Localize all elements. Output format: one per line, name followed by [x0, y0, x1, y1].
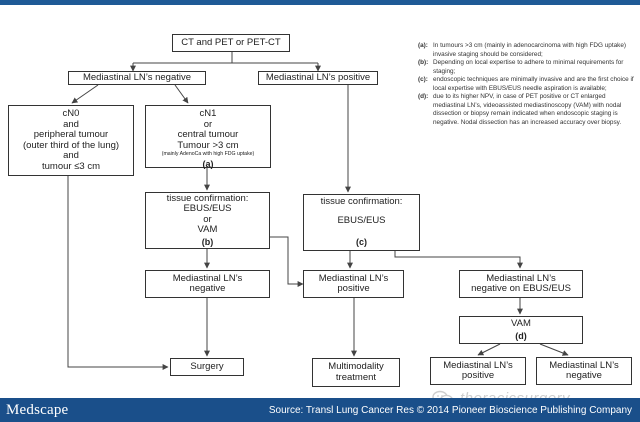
arrow-cn0-to-surgery: [67, 176, 169, 370]
medscape-logo: Medscape: [6, 401, 69, 418]
node-text-line: or: [203, 118, 213, 130]
node-text-line: tumour ≤3 cm: [41, 160, 100, 172]
node-text-line: EBUS/EUS: [183, 203, 232, 215]
footnote-text: endoscopic techniques are minimally inva…: [433, 76, 634, 92]
node-ln-positive: Mediastinal LN’s positive: [258, 71, 378, 85]
flowchart-connectors: [67, 52, 569, 370]
footnote-item: (c): endoscopic techniques are minimally …: [418, 76, 634, 93]
node-text-line: positive: [337, 283, 370, 294]
node-text-line: positive: [461, 370, 495, 381]
arrow-tc1-to-mpos: [270, 236, 304, 287]
footnote-key: (b):: [418, 59, 429, 66]
footnotes: (a): In tumours >3 cm (mainly in adenocar…: [418, 42, 634, 127]
node-text-line: Mediastinal LN’s: [549, 359, 619, 371]
top-accent-bar: [0, 0, 640, 5]
node-text-line: Mediastinal LN’s negative: [82, 71, 192, 83]
node-text-line: negative: [566, 370, 602, 381]
footnote-item: (b): Depending on local expertise to adhe…: [418, 59, 634, 76]
node-text-line: Mediastinal LN’s: [318, 272, 389, 284]
node-text-line: treatment: [335, 371, 377, 383]
node-text-line: and: [63, 118, 79, 130]
node-text-line: Mediastinal LN’s positive: [265, 71, 371, 83]
node-text-line: Mediastinal LN’s: [443, 359, 513, 371]
footnote-text: due to its higher NPV, in case of PET po…: [433, 93, 622, 126]
node-footnote-tag: (c): [356, 236, 367, 247]
node-vam: VAM(d): [459, 316, 583, 344]
flowchart: CT and PET or PET-CT Mediastinal LN’s ne…: [0, 5, 640, 407]
node-text-line: VAM: [197, 224, 218, 236]
node-tissue-confirmation-2: tissue confirmation: EBUS/EUS (c): [303, 194, 420, 251]
arrow-neg-to-cn1: [174, 84, 189, 104]
node-text-line: and: [63, 150, 79, 161]
node-text-line: central tumour: [177, 129, 239, 140]
node-footnote-tag: (b): [201, 236, 214, 247]
node-text-line: negative on EBUS/EUS: [471, 283, 571, 294]
node-subnote: (mainly AdenoCa with high FDG uptake): [161, 151, 255, 157]
node-text-line: EBUS/EUS: [337, 215, 386, 227]
node-text-line: VAM: [511, 318, 531, 329]
node-footnote-tag: (a): [202, 159, 214, 169]
footnote-key: (d):: [418, 93, 429, 100]
arrow-tc2-to-mneg-ebus: [394, 251, 523, 269]
node-text-line: Tumour >3 cm: [177, 139, 239, 151]
footnote-text: Depending on local expertise to adhere t…: [433, 59, 624, 75]
node-text-line: tissue confirmation:: [166, 192, 249, 204]
node-text-line: Multimodality: [328, 361, 384, 372]
node-ln-negative: Mediastinal LN’s negative: [68, 71, 206, 85]
arrow-neg-to-cn0: [71, 84, 99, 104]
footnote-key: (c):: [418, 76, 428, 83]
node-text-line: cN0: [62, 108, 80, 119]
node-text-line: peripheral tumour: [33, 129, 109, 140]
arrow-vam-to-mneg2: [539, 343, 569, 356]
node-surgery: Surgery: [170, 358, 244, 376]
footnote-key: (a):: [418, 42, 428, 49]
node-text-line: Surgery: [190, 360, 224, 372]
node-start: CT and PET or PET-CT: [172, 34, 290, 52]
source-credit: Source: Transl Lung Cancer Res © 2014 Pi…: [268, 404, 632, 416]
footnote-text: In tumours >3 cm (mainly in adenocarcino…: [433, 42, 627, 58]
footer-bar: Medscape Source: Transl Lung Cancer Res …: [0, 398, 640, 422]
footnote-item: (a): In tumours >3 cm (mainly in adenocar…: [418, 42, 634, 59]
node-text-line: CT and PET or PET-CT: [181, 36, 281, 48]
footnote-item: (d): due to its higher NPV, in case of PE…: [418, 93, 634, 127]
node-text-line: Mediastinal LN’s: [172, 272, 243, 284]
node-text-line: cN1: [199, 108, 217, 119]
node-text-line: negative: [189, 283, 226, 294]
node-footnote-tag: (d): [515, 330, 527, 341]
node-text-line: tissue confirmation:: [320, 196, 403, 207]
node-text-line: or: [203, 213, 212, 225]
arrow-vam-to-mpos2: [477, 343, 501, 356]
node-text-line: Mediastinal LN’s: [486, 272, 556, 284]
node-text-line: (outer third of the lung): [22, 139, 120, 151]
